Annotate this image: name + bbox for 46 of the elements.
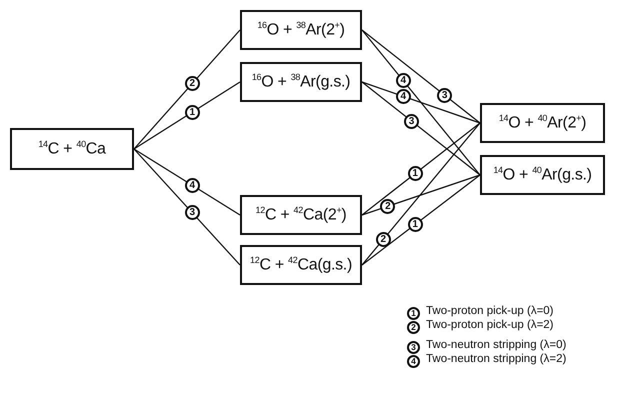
transition-line xyxy=(362,122,480,266)
edge-label: 2 xyxy=(380,198,396,214)
transition-line xyxy=(362,82,480,176)
transition-line xyxy=(362,30,480,176)
edge-label: 2 xyxy=(376,232,391,247)
transition-line xyxy=(134,82,240,150)
legend-number: 3 xyxy=(407,341,420,354)
reaction-channel-box xyxy=(240,195,362,235)
transition-line xyxy=(134,148,240,216)
legend-text: Two-proton pick-up (λ=0) xyxy=(426,305,554,317)
edge-label: 3 xyxy=(184,205,200,220)
legend-number: 4 xyxy=(407,355,420,368)
channel-label: $^{14}$C + $^{40}$Ca xyxy=(38,139,106,159)
transition-line xyxy=(134,148,240,266)
edge-label: 1 xyxy=(184,104,200,120)
edge-label: 1 xyxy=(408,166,423,182)
reaction-channel-box xyxy=(10,128,134,170)
channel-label: $^{16}$O + $^{38}$Ar(2$^{+}$) xyxy=(257,20,345,40)
channel-label: $^{14}$O + $^{40}$Ar(2$^{+}$) xyxy=(498,113,586,133)
transition-line xyxy=(362,174,480,266)
channel-label: $^{12}$C + $^{42}$Ca(2$^{+}$) xyxy=(256,205,346,225)
transition-line xyxy=(362,30,480,124)
channel-label: $^{16}$O + $^{38}$Ar(g.s.) xyxy=(252,72,350,92)
reaction-channel-box xyxy=(240,10,362,50)
reaction-channel-box xyxy=(240,245,362,285)
transition-line xyxy=(362,81,480,124)
edge-label: 1 xyxy=(408,217,423,232)
edge-label: 3 xyxy=(404,114,420,129)
legend-text: Two-proton pick-up (λ=2) xyxy=(426,319,554,331)
legend-number: 1 xyxy=(407,307,420,320)
edge-label: 2 xyxy=(184,76,200,92)
edge-label: 4 xyxy=(184,178,200,193)
channel-label: $^{12}$C + $^{42}$Ca(g.s.) xyxy=(250,255,352,275)
transition-line xyxy=(362,122,480,216)
legend-text: Two-neutron stripping (λ=2) xyxy=(426,353,566,365)
edge-label: 3 xyxy=(437,88,452,103)
legend-text: Two-neutron stripping (λ=0) xyxy=(426,339,566,351)
transition-line xyxy=(362,174,480,216)
reaction-channel-box xyxy=(240,62,362,102)
reaction-channel-box xyxy=(480,103,605,143)
transition-line xyxy=(134,30,240,150)
reaction-channel-box xyxy=(480,155,605,195)
edge-label: 4 xyxy=(396,88,411,104)
channel-label: $^{14}$O + $^{40}$Ar(g.s.) xyxy=(493,165,592,185)
edge-label: 4 xyxy=(396,73,411,88)
legend-number: 2 xyxy=(407,321,420,334)
